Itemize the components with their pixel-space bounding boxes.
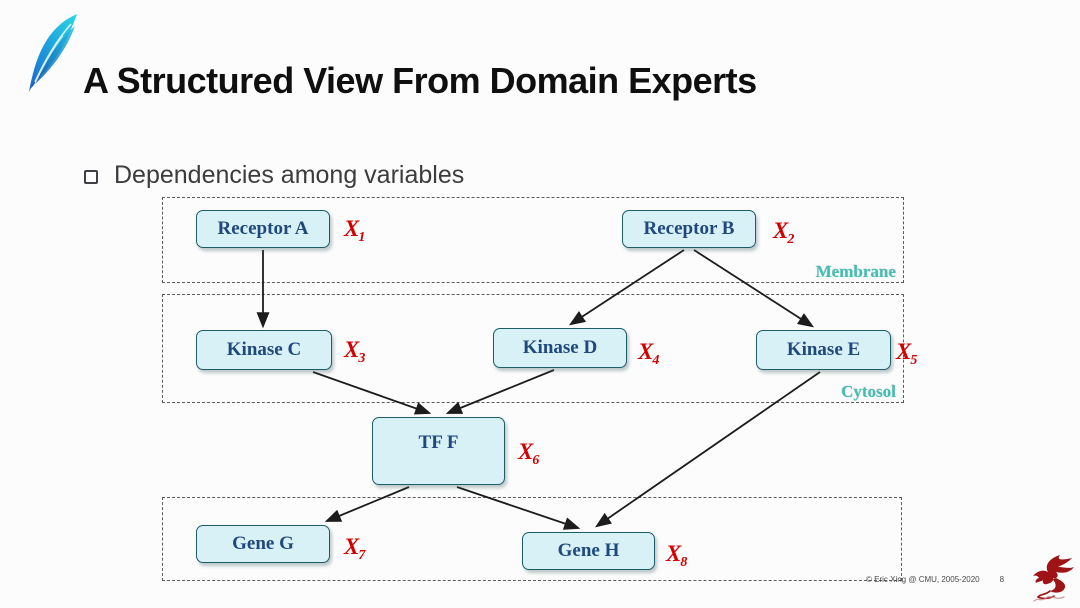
square-bullet-icon [84, 170, 98, 184]
variable-label-x4: X4 [638, 340, 659, 368]
node-kinase-c: Kinase C [196, 330, 332, 370]
variable-subscript: 6 [532, 453, 540, 468]
node-label-kinase-d: Kinase D [522, 337, 598, 358]
node-label-receptor-b: Receptor B [643, 218, 735, 239]
slide-title: A Structured View From Domain Experts [83, 60, 757, 101]
variable-label-x5: X5 [896, 340, 917, 368]
node-kinase-e: Kinase E [756, 330, 891, 370]
slide-footer: © Eric Xing @ CMU, 2005-2020 8 [866, 575, 1004, 584]
variable-label-x6: X6 [518, 440, 539, 468]
variable-symbol: X [344, 534, 360, 559]
node-label-gene-h: Gene H [557, 540, 620, 561]
region-label-cytosol: Cytosol [841, 382, 896, 401]
variable-symbol: X [518, 439, 534, 464]
bullet-text: Dependencies among variables [114, 161, 465, 189]
node-receptor-b: Receptor B [622, 210, 756, 248]
variable-symbol: X [773, 218, 789, 243]
brand-swoosh-logo [29, 14, 77, 92]
variable-symbol: X [638, 339, 654, 364]
variable-subscript: 3 [358, 351, 366, 366]
variable-label-x3: X3 [344, 338, 365, 366]
region-label-membrane: Membrane [815, 262, 896, 281]
page-number: 8 [999, 575, 1005, 584]
node-label-kinase-e: Kinase E [786, 339, 861, 360]
variable-symbol: X [896, 339, 912, 364]
variable-symbol: X [344, 337, 360, 362]
node-gene-g: Gene G [196, 525, 330, 563]
node-receptor-a: Receptor A [196, 210, 330, 248]
variable-label-x8: X8 [666, 542, 687, 570]
node-label-gene-g: Gene G [232, 533, 294, 554]
node-label-kinase-c: Kinase C [226, 339, 302, 360]
variable-label-x1: X1 [344, 217, 365, 245]
node-kinase-d: Kinase D [493, 328, 627, 368]
bullet-row: Dependencies among variables [84, 161, 464, 190]
node-label-tf-f: TF F [418, 432, 459, 453]
variable-subscript: 8 [680, 555, 688, 570]
variable-label-x2: X2 [773, 219, 794, 247]
variable-subscript: 4 [652, 353, 660, 368]
dragon-logo [1033, 555, 1074, 602]
variable-subscript: 5 [910, 353, 918, 368]
node-label-receptor-a: Receptor A [217, 218, 309, 239]
variable-subscript: 1 [358, 230, 366, 245]
variable-symbol: X [666, 541, 682, 566]
region-membrane: Membrane [162, 197, 904, 283]
variable-subscript: 2 [787, 232, 795, 247]
variable-label-x7: X7 [344, 535, 365, 563]
copyright-text: © Eric Xing @ CMU, 2005-2020 [866, 575, 980, 584]
variable-symbol: X [344, 216, 360, 241]
node-tf-f: TF F [372, 417, 505, 485]
node-gene-h: Gene H [522, 532, 655, 570]
variable-subscript: 7 [358, 548, 366, 563]
